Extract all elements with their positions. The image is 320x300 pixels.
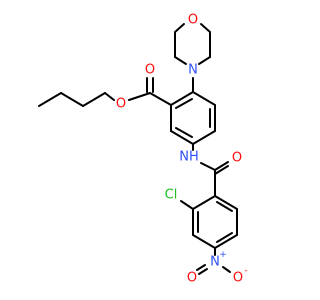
bond	[174, 56, 187, 65]
nitro-nitrogen-label: N	[210, 255, 220, 270]
bond	[175, 98, 193, 109]
bond	[196, 264, 206, 271]
bond	[200, 162, 216, 171]
chlorine-label: Cl	[165, 188, 178, 203]
ester-carbonyl-oxygen-label: O	[145, 63, 155, 78]
bond	[192, 130, 216, 145]
bond	[38, 92, 62, 107]
bond	[128, 92, 151, 101]
bond	[180, 200, 194, 210]
ester-oxygen-label: O	[116, 97, 126, 112]
morpholine-oxygen-label: O	[188, 13, 198, 28]
bond	[104, 92, 115, 101]
nitro-group	[196, 247, 231, 275]
bond	[214, 234, 238, 249]
bond	[174, 23, 185, 33]
bond	[198, 56, 211, 65]
bond	[216, 201, 233, 212]
bond	[170, 91, 194, 106]
bond	[192, 234, 216, 249]
bond	[192, 195, 216, 210]
bond	[216, 232, 233, 243]
amide-group	[200, 161, 229, 197]
propyl-ester-group	[38, 77, 172, 107]
bond	[82, 92, 106, 107]
amide-carbonyl-oxygen-label: O	[232, 151, 242, 166]
nitro-oxygen-left-label: O	[187, 271, 197, 286]
bond	[198, 268, 208, 275]
bond	[192, 91, 216, 106]
nitro-nitrogen-charge: +	[219, 250, 227, 260]
bond	[214, 161, 229, 171]
chloronitro-benzene-ring	[192, 195, 238, 249]
bond	[175, 127, 193, 138]
molecule-structure-diagram: O N O O NH O Cl N + O O -	[38, 13, 248, 286]
bond	[60, 92, 84, 107]
morpholine-ring	[174, 23, 211, 65]
bond	[214, 195, 238, 210]
bond	[200, 23, 211, 33]
bond	[222, 266, 231, 273]
amide-nh-label: NH	[179, 150, 199, 165]
bond	[149, 92, 172, 106]
morpholine-nitrogen-label: N	[188, 63, 198, 78]
bond	[170, 130, 194, 145]
central-benzene-ring	[170, 91, 216, 145]
bond	[214, 165, 229, 175]
nitro-oxygen-right-label: O	[233, 271, 243, 286]
nitro-oxygen-right-charge: -	[244, 266, 247, 276]
